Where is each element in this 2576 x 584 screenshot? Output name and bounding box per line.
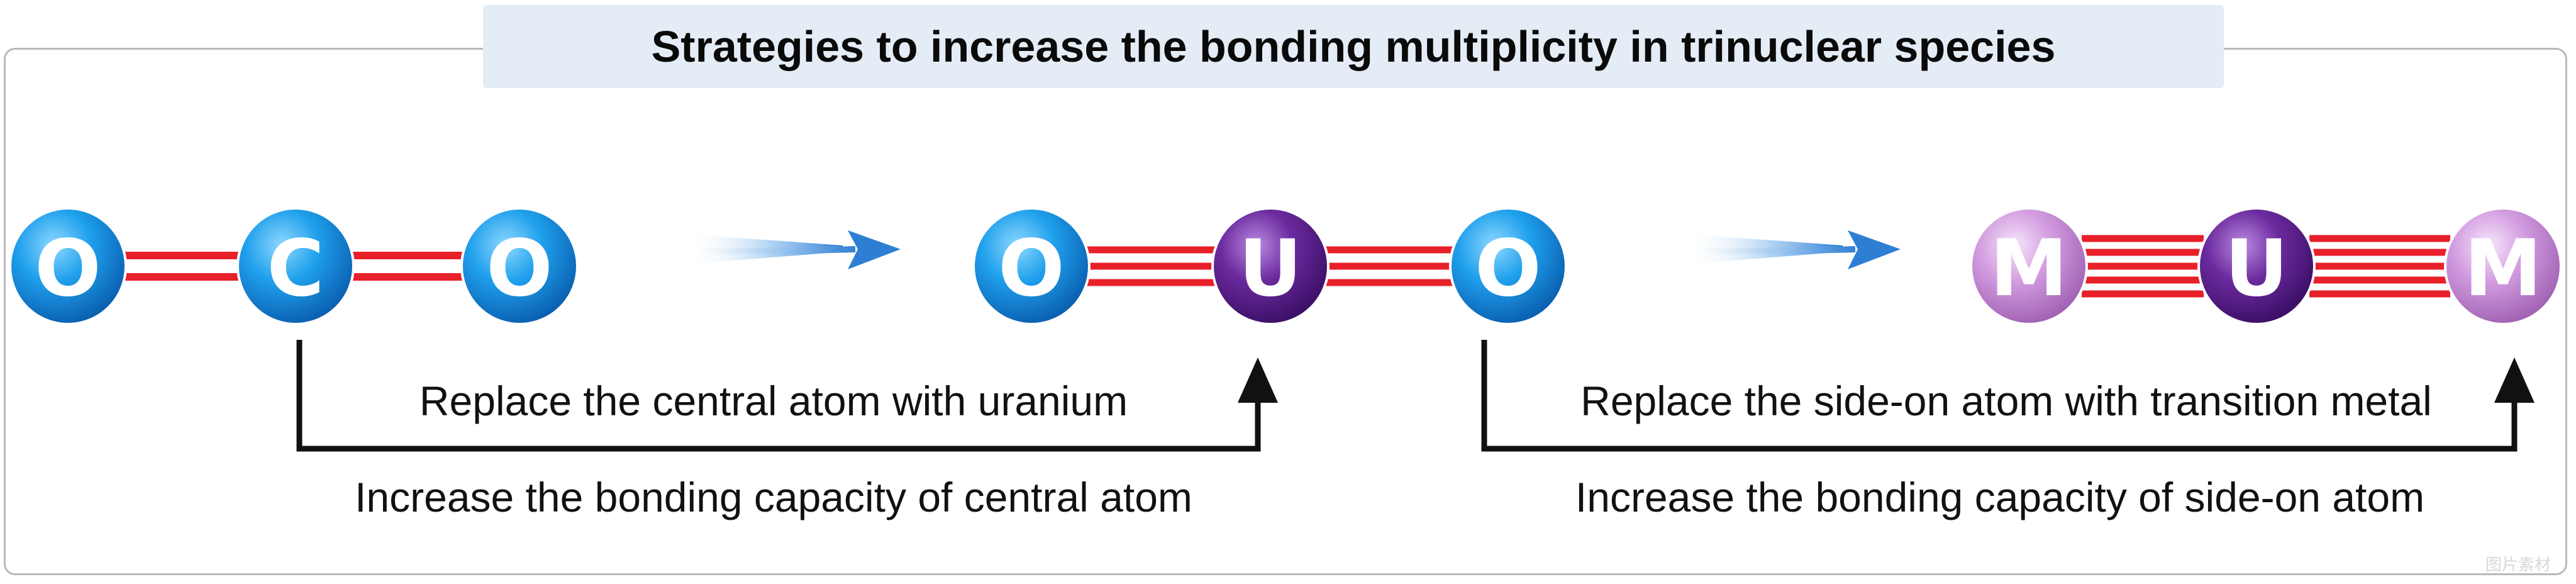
watermark: 图片素材 <box>2485 555 2551 574</box>
transition-arrow-2 <box>1685 230 1901 269</box>
atom-uranium-center: U <box>2197 207 2316 325</box>
atom-label: O <box>998 223 1064 314</box>
title-banner: Strategies to increase the bonding multi… <box>483 5 2224 88</box>
step-1-top-label: Replace the central atom with uranium <box>419 378 1128 424</box>
atom-label: M <box>1990 223 2067 314</box>
atom-label: U <box>1239 223 1302 314</box>
transition-arrow-1 <box>685 230 901 269</box>
co2-molecule: O C O <box>9 207 579 325</box>
atom-oxygen-left: O <box>9 207 127 325</box>
atom-sphere <box>460 207 579 325</box>
step-2-top-label: Replace the side-on atom with transition… <box>1580 378 2432 424</box>
atom-uranium-center: U <box>1211 207 1330 325</box>
atom-sphere <box>1449 207 1567 325</box>
atom-label: O <box>35 223 101 314</box>
step-2-bottom-label: Increase the bonding capacity of side-on… <box>1575 474 2424 520</box>
quintuple-bond-group <box>2082 235 2450 298</box>
atom-oxygen-left: O <box>972 207 1091 325</box>
atom-label: O <box>486 223 552 314</box>
atom-label: M <box>2464 223 2541 314</box>
atom-metal-right: M <box>2444 207 2562 325</box>
atom-label: U <box>2225 223 2289 314</box>
step-1-connector: Replace the central atom with uranium In… <box>296 340 1278 520</box>
atom-oxygen-right: O <box>1449 207 1567 325</box>
atom-sphere <box>2197 207 2316 325</box>
atom-label: O <box>1475 223 1541 314</box>
atom-sphere <box>2444 207 2562 325</box>
diagram-title: Strategies to increase the bonding multi… <box>651 22 2056 71</box>
atom-oxygen-right: O <box>460 207 579 325</box>
triple-bond-group <box>1084 246 1455 286</box>
atom-sphere <box>972 207 1091 325</box>
atom-sphere <box>9 207 127 325</box>
step-1-bottom-label: Increase the bonding capacity of central… <box>355 474 1192 520</box>
atom-sphere <box>1211 207 1330 325</box>
step-2-connector: Replace the side-on atom with transition… <box>1481 340 2534 520</box>
atom-sphere <box>1970 207 2088 325</box>
mum-molecule: M U M <box>1970 207 2562 325</box>
atom-metal-left: M <box>1970 207 2088 325</box>
uranyl-molecule: O U O <box>972 207 1567 325</box>
double-bond-group <box>121 252 467 281</box>
atom-label: C <box>267 223 324 314</box>
atom-sphere <box>236 207 355 325</box>
atom-carbon-center: C <box>236 207 355 325</box>
